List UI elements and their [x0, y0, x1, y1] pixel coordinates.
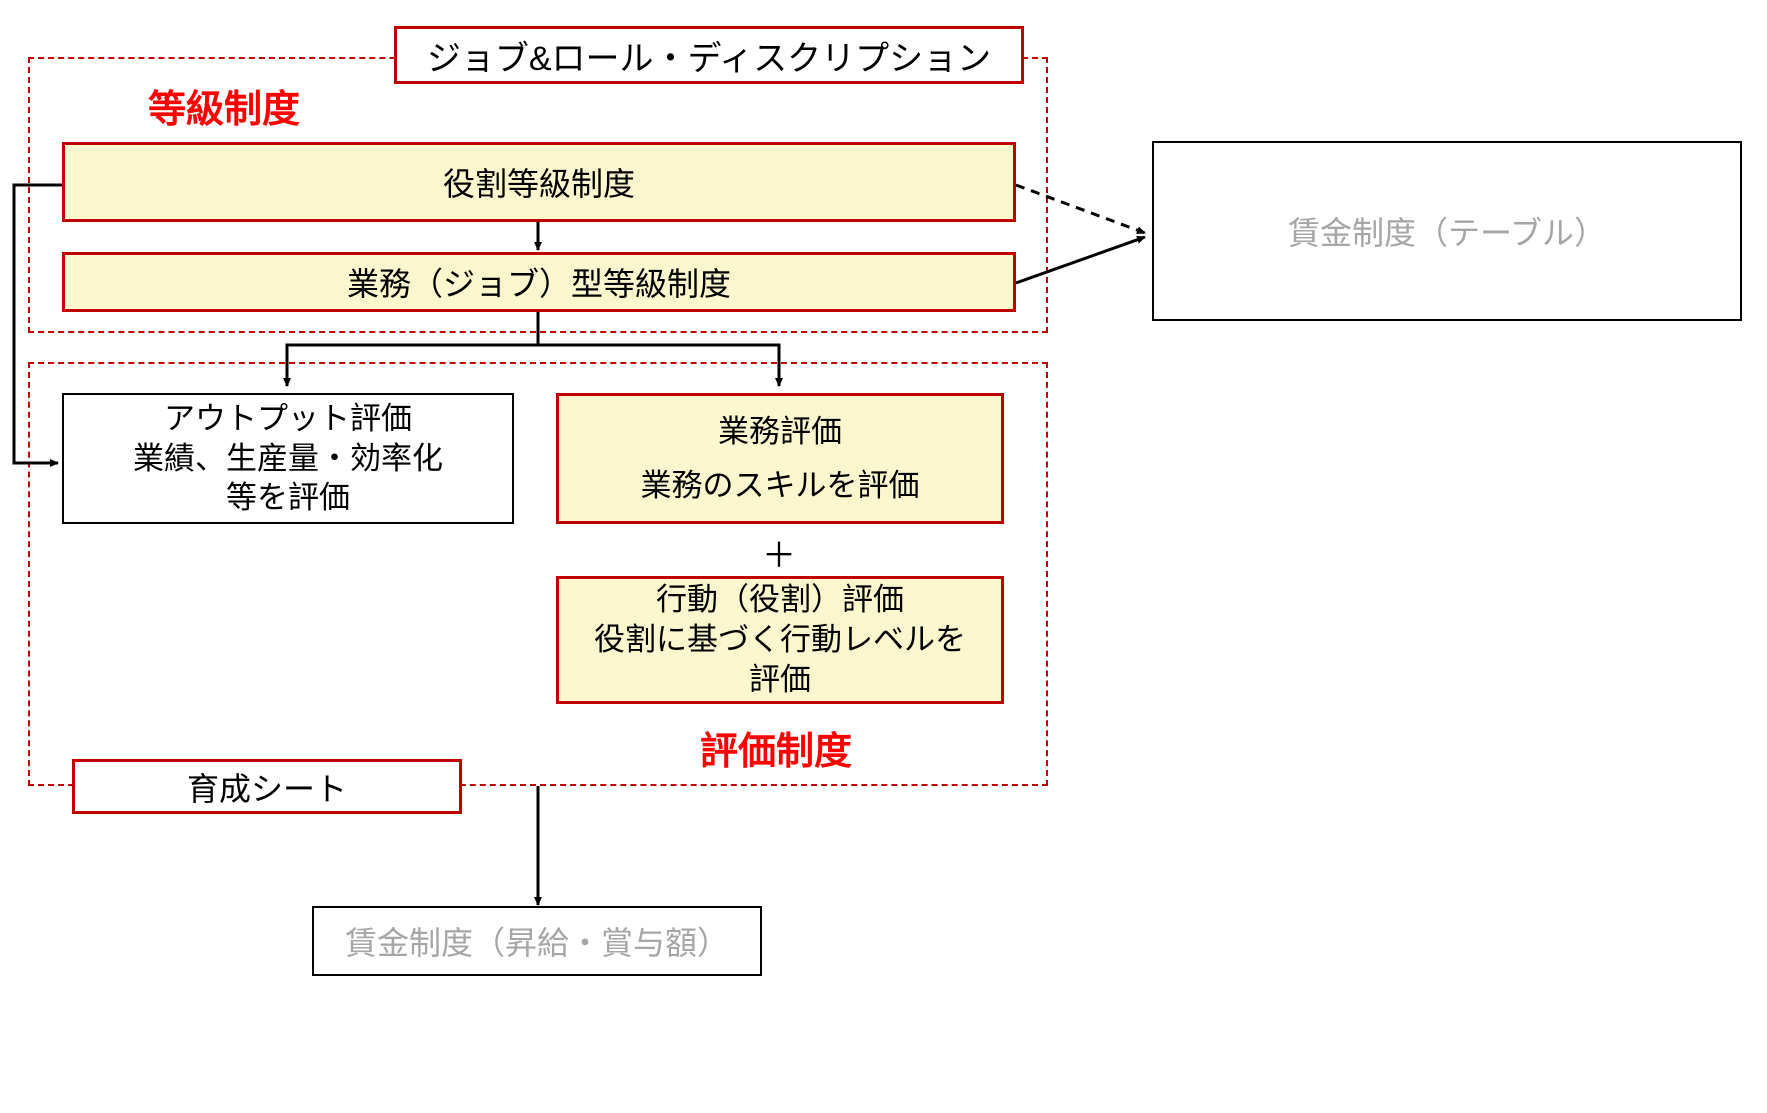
output-eval-line-1: アウトプット評価 — [164, 400, 412, 436]
output-eval-line-3: 等を評価 — [226, 480, 350, 516]
growth-sheet-label: 育成シート — [186, 770, 347, 807]
work-eval-line-2: 業務のスキルを評価 — [640, 467, 920, 503]
wage-table-box[interactable]: 賃金制度（テーブル） — [1152, 141, 1742, 321]
job-grade-box[interactable]: 業務（ジョブ）型等級制度 — [62, 252, 1016, 312]
wage-raise-label: 賃金制度（昇給・賞与額） — [344, 925, 729, 961]
job-role-description-label: ジョブ&ロール・ディスクリプション — [426, 39, 992, 78]
output-eval-line-2: 業績、生産量・効率化 — [133, 440, 443, 476]
work-eval-box[interactable]: 業務評価 業務のスキルを評価 — [556, 393, 1004, 524]
behavior-eval-line-1: 行動（役割）評価 — [656, 582, 904, 618]
growth-sheet-box[interactable]: 育成シート — [72, 759, 462, 814]
wage-table-label: 賃金制度（テーブル） — [1287, 215, 1607, 251]
job-grade-label: 業務（ジョブ）型等級制度 — [346, 266, 731, 302]
work-eval-line-1: 業務評価 — [718, 413, 842, 449]
output-eval-box[interactable]: アウトプット評価 業績、生産量・効率化 等を評価 — [62, 393, 514, 524]
region-label-grade: 等級制度 — [148, 89, 301, 131]
plus-operator: ＋ — [762, 537, 796, 575]
region-label-evaluation: 評価制度 — [700, 731, 853, 773]
job-role-description-box[interactable]: ジョブ&ロール・ディスクリプション — [394, 26, 1024, 84]
behavior-eval-line-2: 役割に基づく行動レベルを — [594, 622, 966, 658]
role-grade-label: 役割等級制度 — [442, 166, 635, 202]
wage-raise-box[interactable]: 賃金制度（昇給・賞与額） — [312, 906, 762, 976]
behavior-eval-box[interactable]: 行動（役割）評価 役割に基づく行動レベルを 評価 — [556, 576, 1004, 704]
role-grade-box[interactable]: 役割等級制度 — [62, 142, 1016, 222]
behavior-eval-line-3: 評価 — [749, 661, 811, 697]
